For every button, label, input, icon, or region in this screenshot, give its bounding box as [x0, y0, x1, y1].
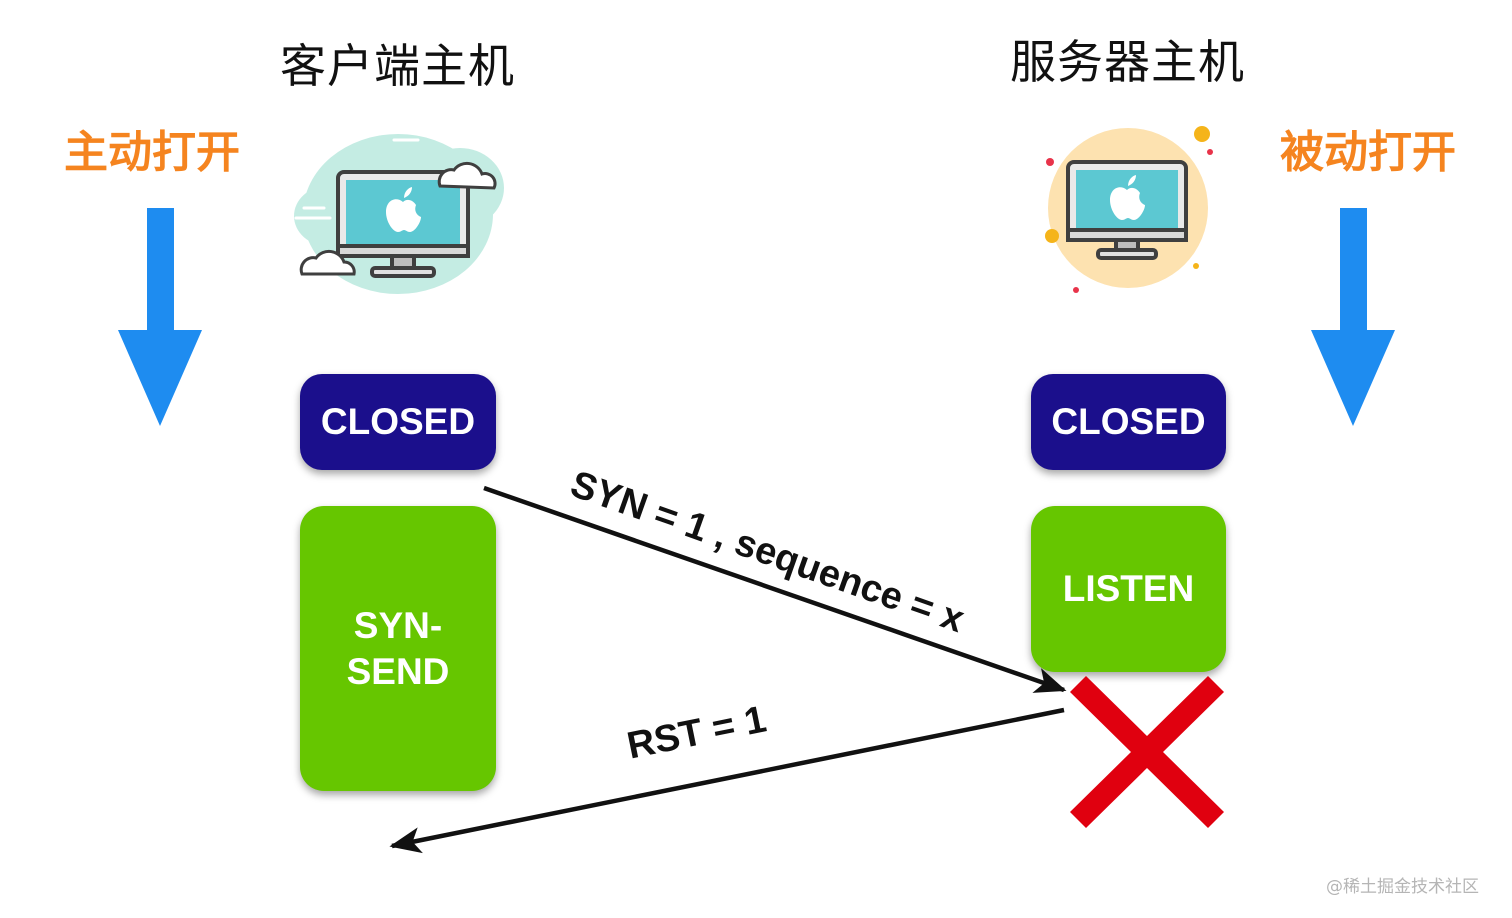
client-state-closed-label: CLOSED — [320, 401, 476, 442]
client-state-closed: CLOSED — [300, 374, 496, 470]
client-open-label: 主动打开 — [64, 127, 240, 178]
client-state-syn-send: SYN- SEND — [300, 506, 496, 791]
client-state-syn-send-line1: SYN- — [353, 604, 443, 646]
server-host-title: 服务器主机 — [1010, 35, 1245, 89]
client-host-title: 客户端主机 — [280, 39, 515, 93]
computer-cloud-icon — [294, 128, 504, 294]
server-state-listen-label: LISTEN — [1062, 568, 1195, 609]
server-state-closed: CLOSED — [1031, 374, 1226, 470]
client-state-syn-send-line2: SEND — [346, 650, 450, 692]
watermark: @稀土掘金技术社区 — [1326, 877, 1479, 897]
server-state-closed-label: CLOSED — [1051, 401, 1206, 442]
computer-sun-icon — [1045, 126, 1213, 293]
client-down-arrow-icon — [118, 208, 202, 426]
server-state-listen: LISTEN — [1031, 506, 1226, 672]
syn-arrow — [483, 485, 1067, 693]
rst-arrow — [389, 707, 1065, 854]
server-open-label: 被动打开 — [1280, 127, 1456, 178]
red-cross-icon — [1070, 676, 1224, 828]
server-down-arrow-icon — [1311, 208, 1395, 426]
